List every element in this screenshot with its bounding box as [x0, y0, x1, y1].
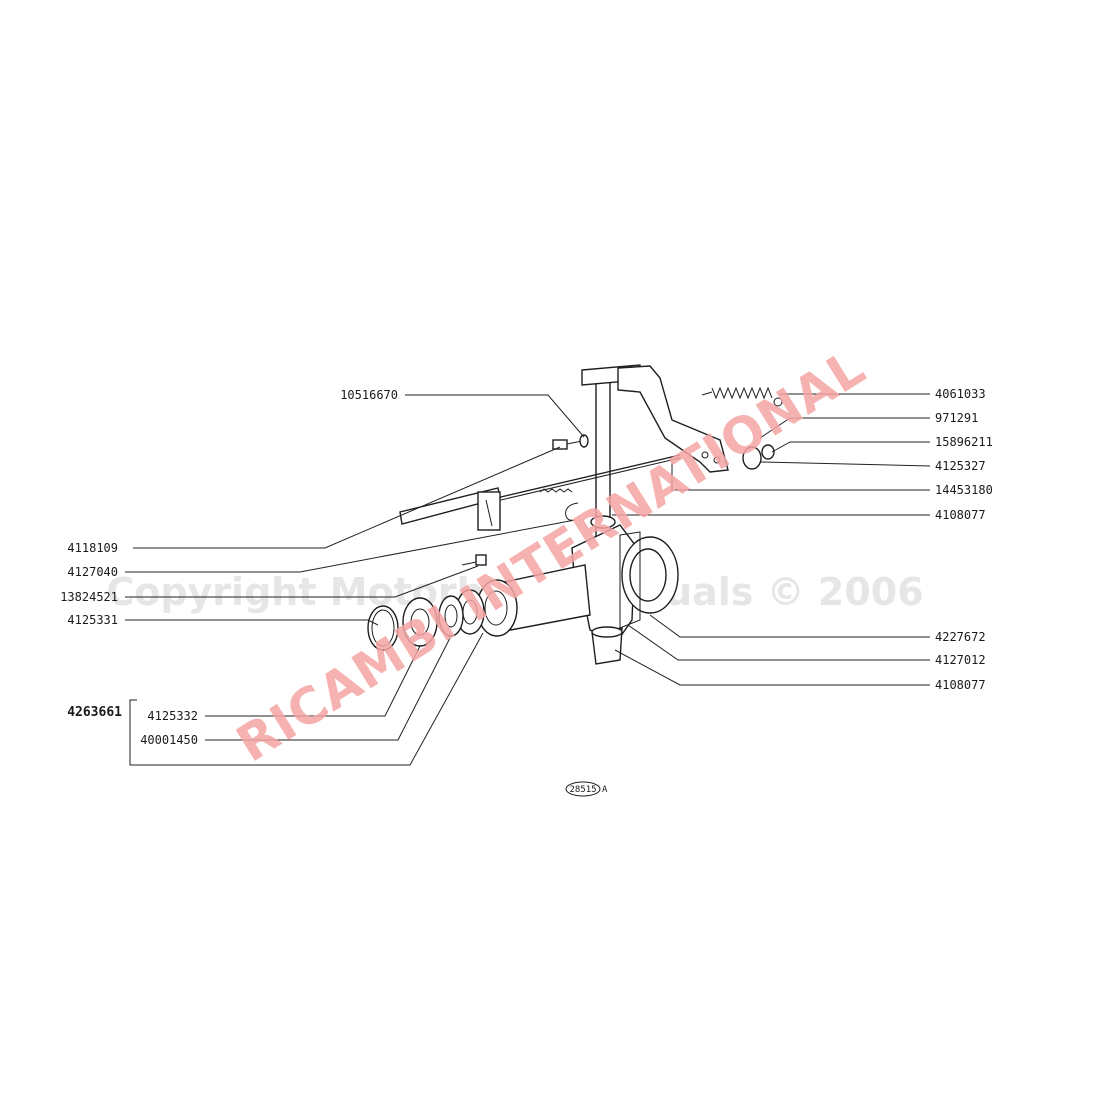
brand-watermark: RICAMBI INTERNATIONAL: [227, 338, 876, 773]
label-4125327: 4125327: [935, 459, 986, 473]
label-4263661: 4263661: [67, 705, 122, 720]
part-labels: 10516670 4118109 4127040 13824521 412533…: [60, 387, 993, 747]
label-40001450: 40001450: [140, 733, 198, 747]
label-4127040: 4127040: [67, 565, 118, 579]
o-ring: [367, 605, 399, 651]
label-14453180: 14453180: [935, 483, 993, 497]
label-4108077-top: 4108077: [935, 508, 986, 522]
label-4108077-bottom: 4108077: [935, 678, 986, 692]
label-4061033: 4061033: [935, 387, 986, 401]
release-bearing-inner: [629, 548, 667, 602]
label-4127012: 4127012: [935, 653, 986, 667]
label-971291: 971291: [935, 411, 978, 425]
label-4125332: 4125332: [147, 709, 198, 723]
reference-code: 28515 A: [565, 781, 608, 797]
reference-suffix: A: [602, 785, 608, 795]
label-4227672: 4227672: [935, 630, 986, 644]
label-4118109: 4118109: [67, 541, 118, 555]
release-lever-arm: [617, 365, 729, 473]
guide-bolt: [461, 554, 487, 566]
label-10516670: 10516670: [340, 388, 398, 402]
label-15896211: 15896211: [935, 435, 993, 449]
assembly-drawing: [367, 364, 783, 665]
label-13824521: 13824521: [60, 590, 118, 604]
return-spring: [701, 386, 783, 407]
reference-oval: [565, 781, 601, 797]
adjuster-sleeve: [742, 446, 762, 470]
lever-hole-1: [701, 451, 709, 459]
leader-lines: [125, 393, 931, 766]
bearing-plate: [619, 531, 641, 629]
label-4125331: 4125331: [67, 613, 118, 627]
adjuster-nut: [761, 444, 775, 460]
rod-thread: [539, 488, 573, 493]
adjuster-rod: [487, 454, 681, 501]
bushing-top: [590, 515, 616, 529]
reference-number: 28515: [569, 785, 596, 795]
lever-hole-2: [713, 456, 721, 464]
spring-clip: [565, 502, 579, 521]
clamp-bolt: [552, 434, 589, 450]
